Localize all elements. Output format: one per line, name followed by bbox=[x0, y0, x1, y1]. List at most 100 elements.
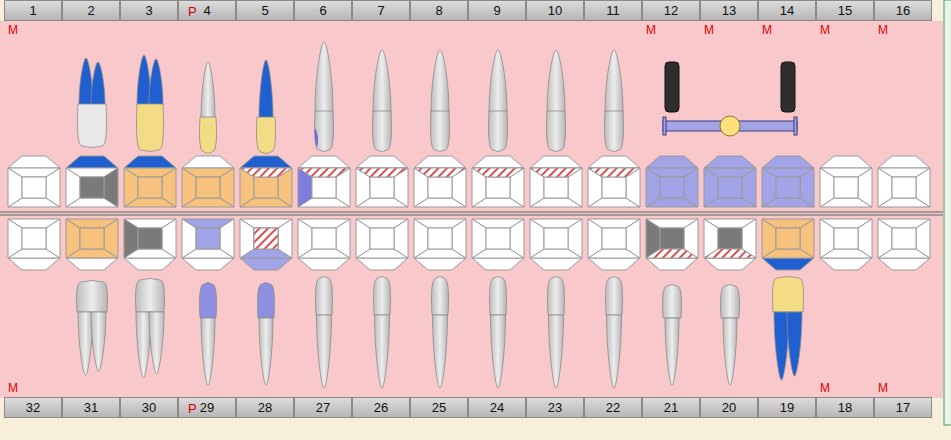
tooth-crown bbox=[257, 117, 276, 154]
tooth-surface bbox=[182, 168, 196, 207]
tooth-number: 10 bbox=[548, 3, 562, 18]
tooth-root bbox=[433, 315, 448, 388]
tooth-root bbox=[491, 315, 506, 388]
missing-mark: M bbox=[762, 24, 772, 36]
pontic-abutment bbox=[781, 62, 795, 112]
tooth-surface bbox=[742, 168, 756, 207]
tooth-root bbox=[201, 318, 215, 385]
tooth-number: 8 bbox=[435, 3, 442, 18]
tooth-surface bbox=[22, 228, 46, 249]
tooth-number: 29 bbox=[200, 400, 214, 415]
tooth-surface bbox=[104, 219, 118, 258]
tooth-surface bbox=[66, 156, 118, 168]
tooth-surface bbox=[8, 156, 60, 168]
tooth-surface bbox=[240, 258, 292, 270]
tooth-surface bbox=[278, 219, 292, 258]
tooth-crown bbox=[490, 277, 507, 316]
tooth-number: 12 bbox=[664, 3, 678, 18]
tooth-number: 1 bbox=[29, 3, 36, 18]
tooth-surface bbox=[22, 177, 46, 198]
tooth-number-cell: 19 bbox=[758, 397, 816, 418]
tooth-surface bbox=[298, 258, 350, 270]
tooth-surface bbox=[776, 228, 800, 249]
tooth-root bbox=[489, 50, 507, 112]
tooth-surface bbox=[684, 168, 698, 207]
tooth-surface bbox=[8, 168, 22, 207]
tooth-surface bbox=[124, 168, 138, 207]
tooth-surface bbox=[240, 219, 254, 258]
tooth-surface bbox=[370, 228, 394, 249]
tooth-surface bbox=[878, 156, 930, 168]
tooth-surface bbox=[878, 168, 892, 207]
tooth-number-cell: 30 bbox=[120, 397, 178, 418]
tooth-number-cell: 26 bbox=[352, 397, 410, 418]
tooth-surface bbox=[124, 258, 176, 270]
tooth-number-cell: 18 bbox=[816, 397, 874, 418]
tooth-number: 26 bbox=[374, 400, 388, 415]
tooth-crown bbox=[373, 111, 392, 152]
tooth-surface bbox=[220, 168, 234, 207]
tooth-surface bbox=[588, 219, 602, 258]
tooth-number-cell: 2 bbox=[62, 0, 120, 21]
tooth-number: 25 bbox=[432, 400, 446, 415]
surface-hatch bbox=[298, 168, 350, 177]
surface-hatch bbox=[356, 168, 408, 177]
tooth-crown bbox=[200, 283, 217, 319]
tooth-root bbox=[259, 60, 273, 118]
tooth-surface bbox=[80, 228, 104, 249]
tooth-number: 18 bbox=[838, 400, 852, 415]
tooth-root bbox=[665, 318, 679, 385]
tooth-surface bbox=[646, 156, 698, 168]
tooth-surface bbox=[704, 168, 718, 207]
tooth-root bbox=[91, 312, 106, 371]
tooth-surface bbox=[298, 156, 350, 168]
tooth-surface bbox=[472, 219, 486, 258]
tooth-crown bbox=[548, 277, 565, 316]
tooth-surface bbox=[602, 177, 626, 198]
tooth-number-cell: 15 bbox=[816, 0, 874, 21]
tooth-surface bbox=[472, 258, 524, 270]
tooth-surface bbox=[394, 219, 408, 258]
tooth-crown bbox=[136, 279, 165, 313]
tooth-surface bbox=[486, 228, 510, 249]
tooth-surface bbox=[544, 228, 568, 249]
tooth-number: 3 bbox=[145, 3, 152, 18]
tooth-surface bbox=[8, 258, 60, 270]
tooth-surface bbox=[138, 177, 162, 198]
tooth-surface bbox=[124, 156, 176, 168]
missing-mark: M bbox=[646, 24, 656, 36]
tooth-number-cell: 31 bbox=[62, 397, 120, 418]
tooth-root bbox=[375, 315, 390, 388]
tooth-number: 4 bbox=[203, 3, 210, 18]
tooth-surface bbox=[858, 168, 872, 207]
tooth-surface bbox=[646, 168, 660, 207]
tooth-surface bbox=[762, 219, 776, 258]
tooth-surface bbox=[414, 258, 466, 270]
tooth-number: 28 bbox=[258, 400, 272, 415]
tooth-surface bbox=[892, 228, 916, 249]
tooth-surface bbox=[486, 177, 510, 198]
missing-mark: M bbox=[8, 24, 18, 36]
tooth-crown bbox=[773, 277, 804, 313]
tooth-surface bbox=[66, 258, 118, 270]
tooth-surface bbox=[46, 168, 60, 207]
tooth-crown bbox=[605, 111, 624, 152]
tooth-surface bbox=[370, 177, 394, 198]
tooth-surface bbox=[660, 228, 684, 249]
tooth-surface bbox=[414, 219, 428, 258]
tooth-number-cell: 16 bbox=[874, 0, 932, 21]
tooth-surface bbox=[916, 168, 930, 207]
arch-divider bbox=[0, 214, 943, 216]
tooth-crown bbox=[489, 111, 508, 152]
tooth-number-cell: 7 bbox=[352, 0, 410, 21]
surface-hatch bbox=[704, 249, 756, 258]
tooth-number: 16 bbox=[896, 3, 910, 18]
tooth-number: 15 bbox=[838, 3, 852, 18]
tooth-number-cell: 10 bbox=[526, 0, 584, 21]
tooth-number: 14 bbox=[780, 3, 794, 18]
tooth-surface bbox=[196, 228, 220, 249]
missing-mark: M bbox=[820, 382, 830, 394]
tooth-number-cell: 5 bbox=[236, 0, 294, 21]
tooth-crown bbox=[77, 281, 108, 313]
tooth-surface bbox=[800, 219, 814, 258]
